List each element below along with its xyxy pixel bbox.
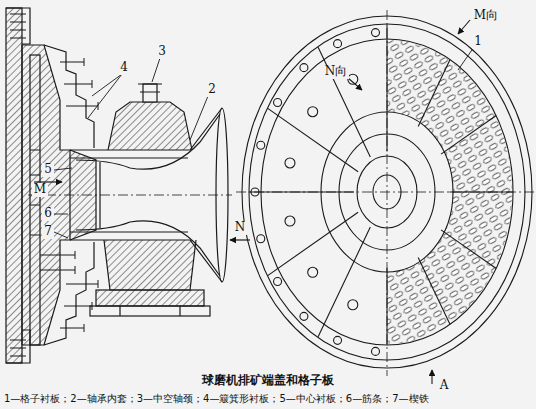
figure-caption: 球磨机排矿端盖和格子板 (202, 374, 334, 387)
section-view (6, 8, 250, 363)
callout-label: M (32, 183, 48, 196)
callout-label: 7 (42, 225, 54, 238)
callout-label: M向 (472, 9, 500, 22)
callout-label: N向 (323, 65, 350, 78)
callout-label: 2 (206, 83, 218, 96)
callout-label: 4 (118, 61, 130, 74)
callout-label: 6 (42, 207, 54, 220)
callout-label: 1 (472, 35, 484, 48)
parts-list: 1—格子衬板；2—轴承内套；3—中空轴颈；4—簸箕形衬板；5—中心衬板；6—筋条… (4, 393, 532, 404)
callout-label: A (438, 379, 451, 392)
callout-label: 5 (42, 163, 54, 176)
callout-label: N (233, 221, 248, 234)
callout-label: 3 (156, 45, 168, 58)
end-view (236, 10, 534, 384)
